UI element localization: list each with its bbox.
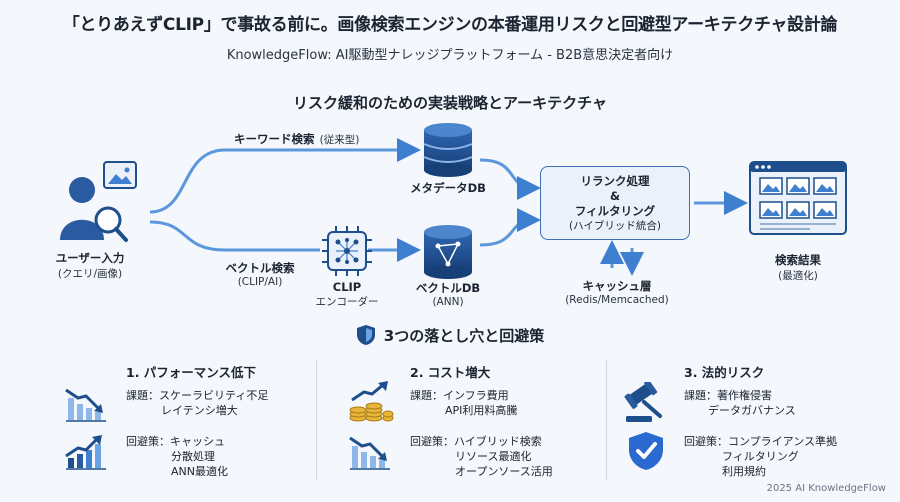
user-input-sub: (クエリ/画像) [57,268,123,280]
issue-line: 著作権侵害 [717,389,772,402]
page-subtitle: KnowledgeFlow: AI駆動型ナレッジプラットフォーム - B2B意思… [226,48,674,63]
user-input-label-group: ユーザー入力 (クエリ/画像) [40,250,140,281]
coins-rising-icon [349,381,394,422]
solution-label: 回避策： [410,435,454,448]
column-divider [606,360,607,480]
issue-line: レイテンシ増大 [161,404,238,417]
rerank-line2: & [609,188,621,203]
page-title: 「とりあえずCLIP」で事故る前に。画像検索エンジンの本番運用リスクと回避型アー… [62,15,838,35]
keyword-path-label-group: キーワード検索 (従来型) [234,128,359,147]
clip-sub: エンコーダー [315,296,379,308]
user-icon [60,161,137,242]
pitfall-title: 3. 法的リスク [684,365,765,380]
arrow-user-to-clip [149,220,320,252]
search-results-icon [749,161,847,235]
footer-credit: 2025 AI KnowledgeFlow [766,483,886,494]
issue-line: インフラ費用 [443,389,509,402]
solution-line: フィルタリング [722,450,799,463]
shield-icon [356,325,375,345]
pitfall-title: 1. パフォーマンス低下 [126,365,257,380]
clip-label-group: CLIP エンコーダー [310,280,384,309]
pitfall-issue-3: 課題：著作権侵害 データガバナンス [684,388,796,418]
pitfall-column-1: 1. パフォーマンス低下 [126,362,256,381]
cache-sub: (Redis/Memcached) [565,294,669,306]
pitfalls-header: 3つの落とし穴と回避策 [0,324,900,346]
metadata-db-icon [423,123,473,177]
vector-path-sub: (CLIP/AI) [237,276,283,288]
issue-line: データガバナンス [708,404,796,417]
issue-label: 課題： [410,389,443,402]
user-input-label: ユーザー入力 [55,251,125,265]
vector-path-label: ベクトル検索 [225,261,295,275]
issue-label: 課題： [126,389,159,402]
arrow-vectordb-to-rerank [479,208,541,247]
pitfall-solution-3: 回避策：コンプライアンス準拠 フィルタリング 利用規約 [684,434,837,479]
solution-line: ANN最適化 [171,465,228,478]
solution-line: 分散処理 [171,450,215,463]
vector-db-label-group: ベクトルDB (ANN) [398,280,498,308]
rerank-line1: リランク処理 [580,173,650,188]
clip-chip-icon [322,226,372,276]
architecture-section-title: リスク緩和のための実装戦略とアーキテクチャ [293,94,607,112]
rerank-box: リランク処理 & フィルタリング (ハイブリッド統合) [540,166,690,240]
cache-label-group: キャッシュ層 (Redis/Memcached) [552,278,682,306]
vector-db-label: ベクトルDB [415,281,481,295]
chart-down-icon [349,436,390,470]
results-sub: (最適化) [778,270,818,282]
solution-line: キャッシュ [170,435,225,448]
pitfall-title: 2. コスト増大 [410,365,491,380]
pitfall-issue-2: 課題：インフラ費用 API利用料高騰 [410,388,517,418]
chart-down-icon [65,388,106,422]
rerank-line3: フィルタリング [574,203,656,218]
solution-line: ハイブリッド検索 [454,435,542,448]
clip-label: CLIP [332,280,362,294]
pitfall-column-3: 3. 法的リスク [684,362,764,381]
metadata-db-label-group: メタデータDB [398,180,498,196]
flow-arrows [149,138,748,276]
gavel-icon [624,382,662,422]
keyword-path-label: キーワード検索 [234,132,315,146]
arrow-user-to-metadata [149,138,421,214]
solution-line: 利用規約 [722,465,766,478]
cache-label: キャッシュ層 [582,279,652,293]
pitfalls-title: 3つの落とし穴と回避策 [383,326,545,345]
column-divider [316,360,317,480]
issue-line: スケーラビリティ不足 [159,389,269,402]
metadata-db-label: メタデータDB [410,181,486,195]
solution-label: 回避策： [684,435,728,448]
vector-db-icon [424,225,472,279]
vector-db-sub: (ANN) [432,296,464,308]
pitfall-column-2: 2. コスト増大 [410,362,490,381]
pitfall-solution-1: 回避策：キャッシュ 分散処理 ANN最適化 [126,434,228,479]
results-label-group: 検索結果 (最適化) [748,252,848,283]
solution-label: 回避策： [126,435,170,448]
results-label: 検索結果 [775,253,821,267]
rerank-sub: (ハイブリッド統合) [569,219,661,232]
solution-line: リソース最適化 [455,450,532,463]
arrow-metadata-to-rerank [479,158,541,200]
keyword-path-sub: (従来型) [319,134,360,146]
vector-path-label-group: ベクトル検索 (CLIP/AI) [215,260,305,288]
shield-check-icon [629,432,663,470]
issue-line: API利用料高騰 [445,404,518,417]
pitfall-issue-1: 課題：スケーラビリティ不足 レイテンシ増大 [126,388,268,418]
issue-label: 課題： [684,389,717,402]
solution-line: オープンソース活用 [455,465,553,478]
pitfall-solution-2: 回避策：ハイブリッド検索 リソース最適化 オープンソース活用 [410,434,553,479]
solution-line: コンプライアンス準拠 [728,435,838,448]
chart-up-icon [65,435,106,470]
